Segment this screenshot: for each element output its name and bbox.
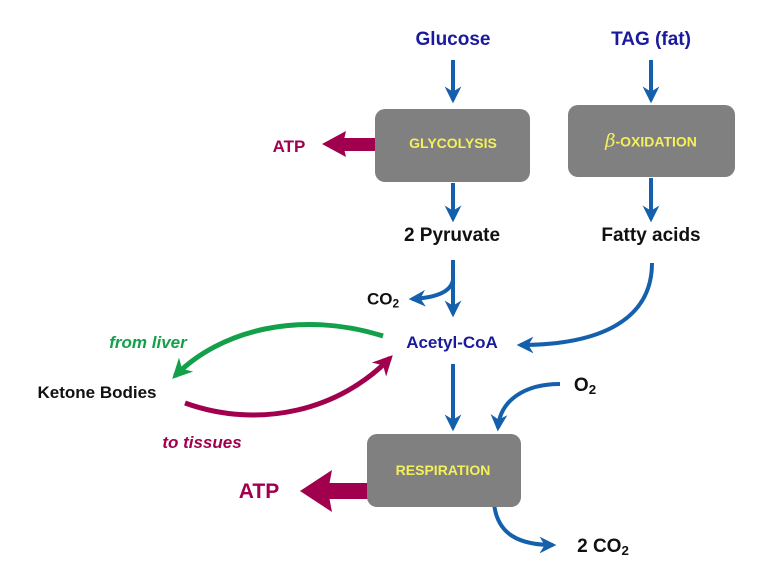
acetyl-coa-label: Acetyl-CoA (406, 333, 498, 352)
arrow-ketone-bodies-to-acetyl-coa (184, 355, 393, 418)
glucose-label: Glucose (415, 29, 491, 50)
arrow-pyruvate-to-co2 (408, 279, 455, 307)
to-tissues-annotation: to tissues (162, 433, 242, 452)
beta-oxidation-box (568, 105, 735, 177)
from-liver-annotation: from liver (109, 333, 187, 352)
glycolysis-box (375, 109, 530, 182)
two-co2-label: 2 CO2 (577, 535, 629, 559)
respiration-box (367, 434, 521, 507)
glycolysis-label: GLYCOLYSIS (409, 135, 497, 151)
arrow-respiration-to-atp (300, 470, 370, 512)
respiration-label: RESPIRATION (395, 462, 491, 478)
arrow-o2-to-respiration (490, 382, 561, 432)
co2-label: CO2 (366, 289, 400, 311)
fatty-acids-label: Fatty acids (601, 225, 701, 246)
atp-glycolysis-label: ATP (272, 137, 306, 156)
arrow-fatty-acids-to-acetyl-coa (516, 262, 654, 354)
pyruvate-label: 2 Pyruvate (403, 225, 501, 246)
arrow-respiration-to-co2 (492, 502, 557, 554)
tag-fat-label: TAG (fat) (611, 29, 691, 50)
beta-oxidation-label: β-OXIDATION (605, 130, 697, 152)
beta-symbol: β (605, 130, 616, 152)
atp-respiration-label: ATP (238, 480, 280, 503)
ketone-bodies-label: Ketone Bodies (37, 383, 157, 402)
arrow-glycolysis-to-atp (322, 131, 378, 157)
o2-label: O2 (573, 374, 597, 398)
arrow-acetyl-coa-to-ketone-bodies (172, 321, 384, 379)
